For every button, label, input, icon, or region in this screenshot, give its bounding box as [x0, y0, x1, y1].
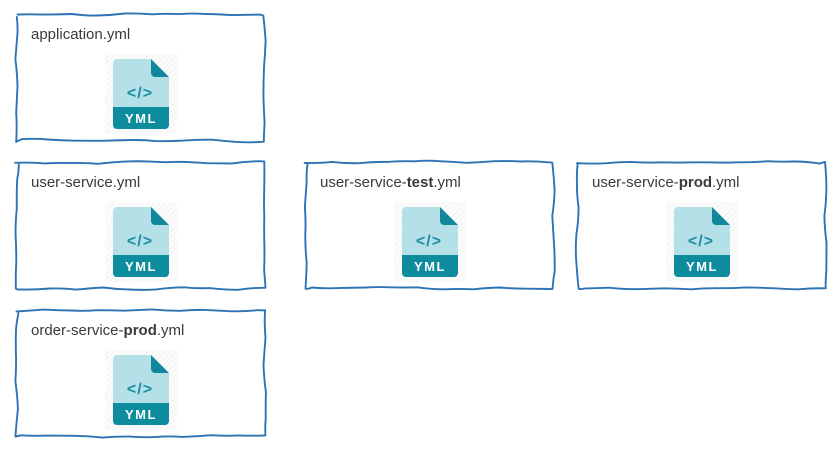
file-name-text: application.yml [31, 26, 131, 43]
file-name-text: order-service- [31, 322, 124, 339]
folded-corner-icon [711, 207, 730, 225]
file-card-application: application.yml </> YML [14, 12, 267, 144]
code-icon: </> [687, 233, 713, 250]
sketch-border [14, 160, 267, 291]
yml-badge: YML [686, 259, 718, 274]
file-name-bold: test [406, 174, 434, 191]
code-icon: </> [126, 85, 152, 102]
sketch-border [303, 159, 556, 291]
yml-badge: YML [125, 111, 157, 126]
file-name-text: user-service- [592, 174, 679, 191]
code-icon: </> [126, 381, 152, 398]
file-name-ext: .yml [156, 322, 185, 339]
sketch-border [14, 308, 267, 439]
file-card-user-service-test: user-service-test.yml </> YML [303, 159, 556, 291]
sketch-border [574, 160, 828, 291]
file-name-ext: .yml [433, 174, 461, 191]
file-name-label: application.yml [31, 25, 130, 45]
file-name-label: user-service.yml [31, 173, 140, 193]
code-icon: </> [126, 233, 152, 250]
yml-file-icon: </> YML [104, 202, 177, 282]
file-name-bold: prod [678, 174, 713, 191]
code-icon: </> [415, 233, 441, 250]
file-name-label: user-service-test.yml [320, 173, 461, 193]
yml-file-icon: </> YML [665, 202, 738, 282]
file-name-label: order-service-prod.yml [31, 321, 184, 341]
yml-file-icon: </> YML [104, 350, 177, 430]
yml-badge: YML [125, 259, 157, 274]
yml-file-icon: </> YML [104, 54, 177, 134]
file-name-text: user-service.yml [31, 174, 141, 191]
folded-corner-icon [150, 207, 169, 225]
file-card-user-service: user-service.yml </> YML [14, 160, 267, 291]
yml-badge: YML [414, 259, 446, 274]
file-name-label: user-service-prod.yml [592, 173, 740, 193]
file-card-user-service-prod: user-service-prod.yml </> YML [574, 160, 828, 291]
file-name-bold: prod [123, 322, 157, 339]
file-name-ext: .yml [712, 174, 740, 191]
sketch-border [14, 12, 267, 144]
file-name-text: user-service- [320, 174, 407, 191]
folded-corner-icon [439, 207, 458, 225]
yml-file-icon: </> YML [393, 202, 466, 282]
file-card-order-service-prod: order-service-prod.yml </> YML [14, 308, 267, 439]
yml-badge: YML [125, 407, 157, 422]
folded-corner-icon [150, 355, 169, 373]
folded-corner-icon [150, 59, 169, 77]
